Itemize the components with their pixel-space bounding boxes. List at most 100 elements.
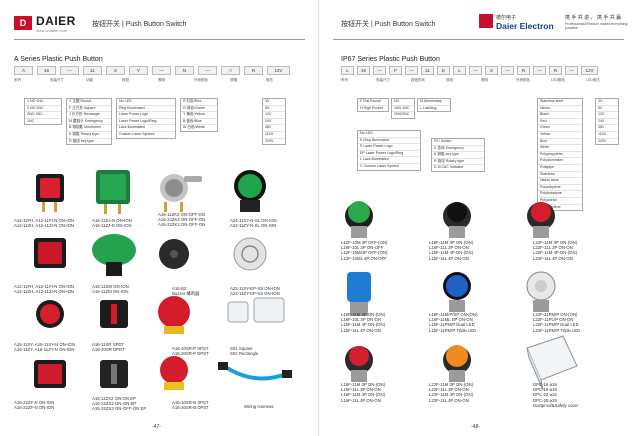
caption-line: DPC-22 ⌀22 [533,392,557,398]
table-row: 48V [263,125,285,132]
caption-line: S01 Square [230,346,253,351]
product-silver-ring-button [233,237,267,271]
code-segment: L [453,66,466,75]
header-divider [14,39,305,40]
brand-url: www.cndaier.com [36,28,68,33]
caption-line: DPC-16 ⌀16 [533,382,557,387]
caption-line: A16-20SR-P DPST [172,351,209,357]
product-red-raised-button [345,346,373,382]
caption-line: A16-11ZX2 ON-ON EP [92,396,136,401]
code-label: LED电压 [586,78,600,82]
caption-line: L16F-11L 3P ON-ON [429,245,469,251]
product-red-square-button-2 [34,360,66,388]
caption-line: Buzzer 蜂鸣器 [172,291,200,297]
code-label: 电压 [266,78,273,82]
code-label: LED颜色 [551,78,565,82]
product-green-square-button [96,170,130,214]
table-row: 24V [263,119,285,126]
caption-line: L22F-11PM/P ON-(ON) [533,312,578,317]
caption-line: L22F-11M 4P ON-(ON) [533,250,578,256]
code-label: 按钮形状 [411,78,425,82]
table-row: 2NO/2NC [394,112,410,117]
caption-line: L22F-11M 4P ON-(ON) [429,392,474,398]
caption-line: A16-11SJ-N ON-ION [92,218,132,223]
table-row: Polypropylene [538,152,582,159]
table-row: 1NC [27,118,35,123]
table-row: Nickel ashe [538,178,582,185]
product-yellow-emergency-stop [160,356,188,390]
code-segment: R [244,66,263,75]
table-row: 110V [596,132,618,139]
table-row: 12V [596,112,618,119]
caption-line: S02 Rectangle [230,351,259,357]
code-segment: S [106,66,125,75]
table-row: Red [538,119,582,126]
caption-line: L16F-11PM/P Triple LED [429,327,477,333]
catalog-page-right: 按钮开关 | Push Button Switch 德尔电子 Daier Ele… [319,0,638,436]
caption-line: A22-11SY-N-SL ON-ION [230,218,277,223]
product-green-flat-button [345,201,373,238]
table-row: Blue [538,139,582,146]
table-row: Laser Power Logo/Ring [117,119,175,126]
code-segment: — [198,66,217,75]
caption-line: L16F-11M 3P ON-(ON) [341,382,386,387]
table-row: EP Laser Power Logo/Ring [358,151,420,158]
slogan-cn: 携 手 共 进 ， 携 手 共 赢 [565,15,622,21]
code-label: 安装尺寸 [376,78,390,82]
table-row: 220V [265,138,274,143]
code-segment: 12V [581,66,598,75]
brand-name: DAIER [36,14,76,28]
product-wiring-harness [218,362,292,381]
product-white-ring-button [526,271,556,312]
page-number: -48- [471,424,480,430]
table-row: B 蓝色/Blue [181,119,217,126]
table-row: Polyethylene [538,185,582,192]
table-row: Custom Laser Symbol [119,131,155,136]
caption-line: A16-11ZK2 ON-OFF-ON [158,212,205,217]
code-segment: 16 [37,66,56,75]
code-label: 照明 [481,78,488,82]
caption-line: DPC-25 ⌀25 [533,397,557,403]
caption-line: L22F-11L 4P ON-ON [533,255,573,261]
code-segment: L [341,66,354,75]
header-title: 按钮开关 | Push Button Switch [341,21,436,28]
caption-line: L22F-11L 3P ON-ON [429,387,469,393]
caption-line: L22F-11PM/P Dual LED [533,322,579,328]
table-row: No LED [358,131,420,138]
table-row: 1NO 1NC [392,106,414,113]
table-row: 3V [596,99,618,106]
code-label: 按钮 [446,78,453,82]
caption-line: A16-11SM ON-ION [92,284,129,289]
caption-line: A16-22ZK3 ON-OFF-ON [158,222,206,228]
caption-line: L16F-11L 4P ON-ON [341,397,381,403]
table-row: R 红色/Red [181,99,217,106]
section-title: IP67 Series Plastic Push Button [341,56,440,63]
table-row: F 正方形 Square [67,106,111,113]
table-row: 3V [263,99,285,106]
code-label: 按钮 [122,78,129,82]
table-row: L Latching [420,105,437,110]
code-segment: 11 [83,66,102,75]
table-row: E 急停 Emergency [432,146,484,153]
product-selector-knob [100,360,128,388]
product-key-switch [160,174,202,212]
table-row: 12V [263,112,285,119]
caption-line: L16F-11ML SP ON-ON [429,317,473,323]
caption-line: A16-22ZX2 ON-ON EP [92,401,137,407]
